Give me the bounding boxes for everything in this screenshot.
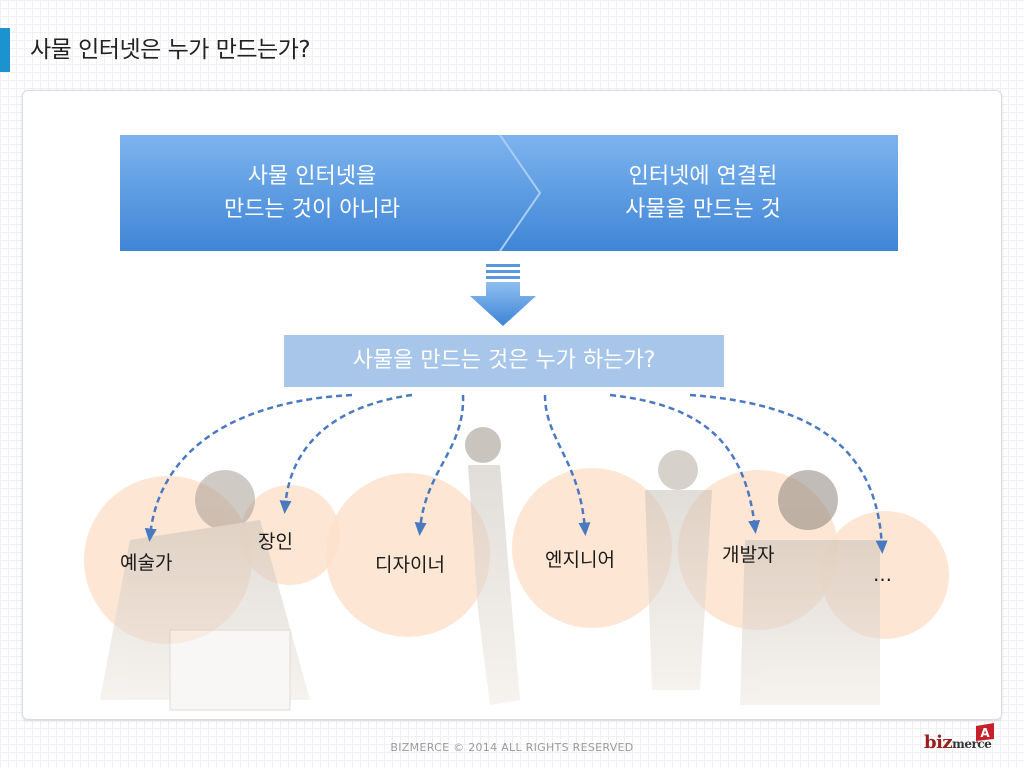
arrow-to-artist bbox=[144, 393, 353, 542]
label-developer: 개발자 bbox=[722, 544, 775, 566]
label-engineer: 엔지니어 bbox=[545, 549, 615, 571]
logo-badge-letter: A bbox=[980, 726, 990, 740]
chevron-left-line1: 사물 인터넷을 bbox=[247, 164, 377, 189]
chevron-right-line1: 인터넷에 연결된 bbox=[628, 164, 778, 189]
arrow-to-more bbox=[689, 393, 888, 554]
chevron-left-line2: 만드는 것이 아니라 bbox=[224, 197, 400, 222]
logo-text-main: biz bbox=[924, 732, 953, 753]
page-title: 사물 인터넷은 누가 만드는가? bbox=[30, 37, 311, 63]
logo-wordmark: bizmerce bbox=[924, 732, 992, 753]
bizmerce-logo: bizmerce A bbox=[922, 722, 1002, 762]
chevron-left-text: 사물 인터넷을 만드는 것이 아니라 bbox=[162, 160, 462, 226]
logo-badge-icon: A bbox=[976, 723, 994, 741]
chevron-left bbox=[120, 135, 540, 251]
label-designer: 디자이너 bbox=[375, 554, 445, 576]
people-photos bbox=[100, 427, 880, 711]
developer-figure bbox=[740, 470, 880, 705]
chevron-right-line2: 사물을 만드는 것 bbox=[625, 197, 781, 222]
chevron-right bbox=[500, 135, 898, 251]
engineer-figure bbox=[645, 450, 712, 690]
arrow-to-developer bbox=[609, 393, 761, 534]
down-arrow-icon bbox=[470, 264, 536, 326]
artist-figure bbox=[100, 470, 310, 711]
designer-figure bbox=[465, 427, 520, 705]
chevron-group bbox=[120, 134, 898, 252]
bg-circle-engineer bbox=[512, 468, 672, 628]
logo-text-sub: merce bbox=[952, 737, 992, 751]
arrow-to-engineer bbox=[543, 394, 591, 536]
bg-circle-designer bbox=[326, 473, 490, 637]
label-more: … bbox=[873, 564, 892, 586]
arrow-to-craftsman bbox=[279, 393, 413, 514]
title-accent-bar bbox=[0, 28, 10, 72]
footer-copyright: BIZMERCE © 2014 ALL RIGHTS RESERVED bbox=[390, 741, 634, 754]
connector-arrows bbox=[144, 393, 888, 554]
arrow-to-designer bbox=[414, 394, 465, 536]
label-craftsman: 장인 bbox=[258, 531, 293, 553]
chevron-right-text: 인터넷에 연결된 사물을 만드는 것 bbox=[553, 160, 853, 226]
label-artist: 예술가 bbox=[120, 552, 173, 574]
question-box: 사물을 만드는 것은 누가 하는가? bbox=[284, 335, 724, 387]
